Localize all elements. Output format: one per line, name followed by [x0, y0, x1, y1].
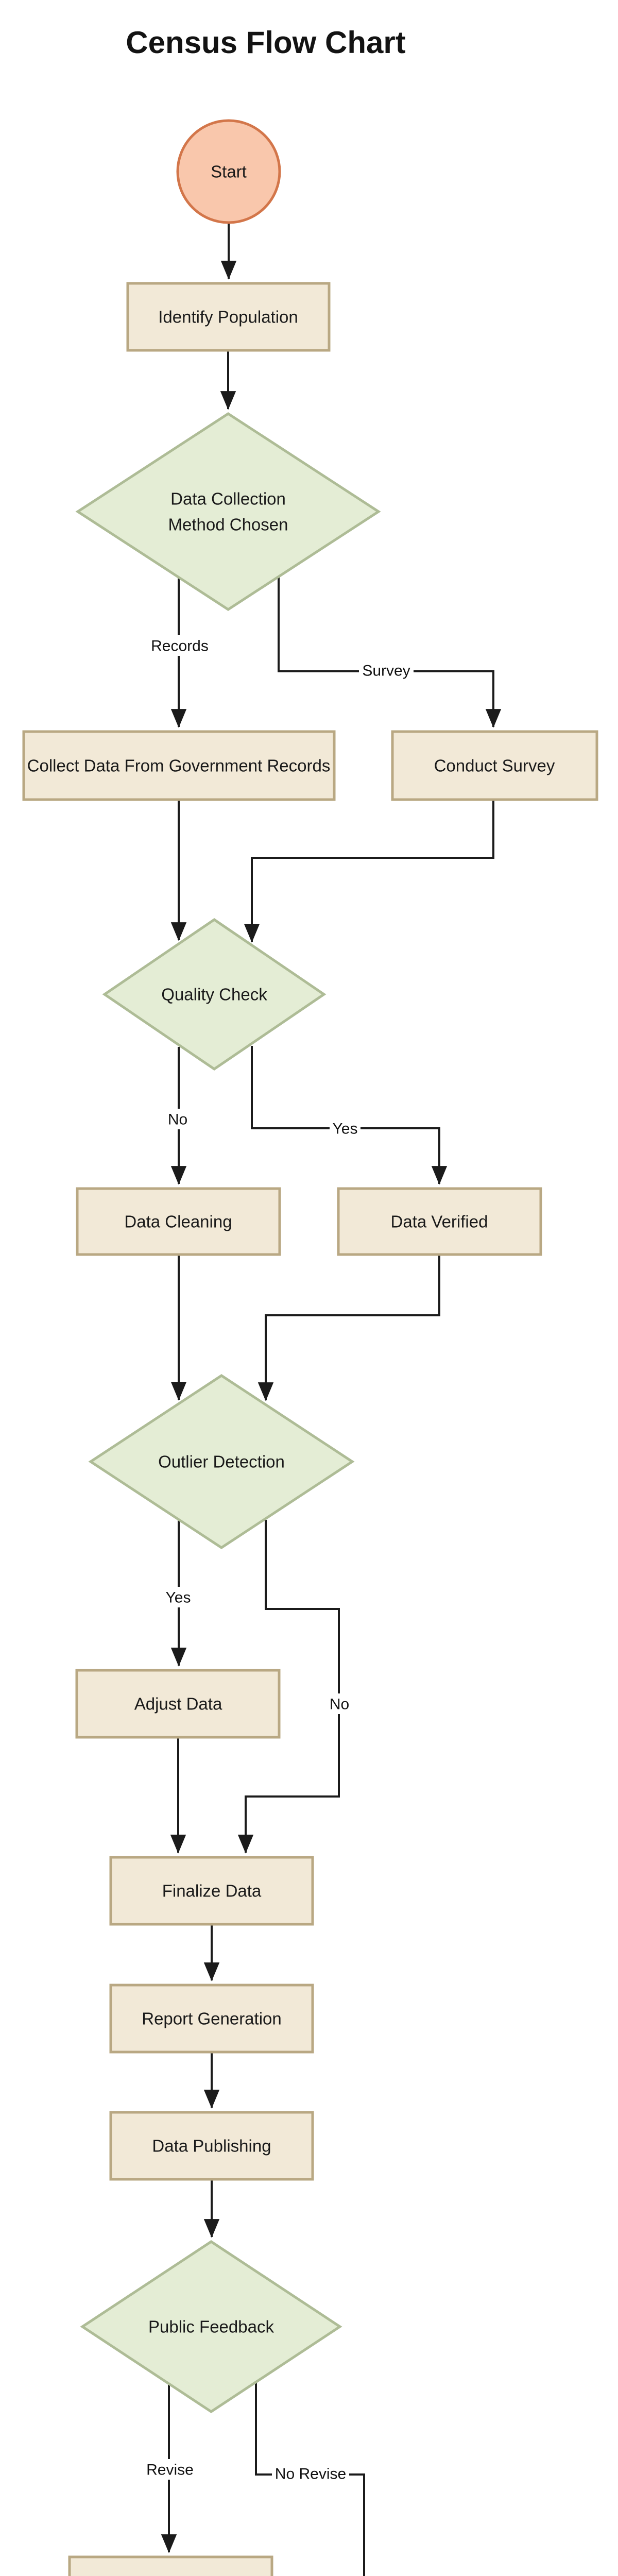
data-verified-shape [337, 1187, 542, 1256]
edge-label-quality-yes-text: Yes [333, 1121, 358, 1138]
data-collection-method-label-line2: Method Chosen [168, 515, 288, 534]
edge-label-outlier-no-bg [328, 1693, 351, 1714]
node-data-verified: Data Verified [337, 1187, 542, 1256]
edge-label-revise-text: Revise [146, 2462, 194, 2479]
quality-check-shape [102, 918, 327, 1071]
data-cleaning-shape [76, 1187, 281, 1256]
report-generation-label: Report Generation [142, 2009, 282, 2028]
edge-label-records: Records [148, 635, 211, 656]
node-report-generation: Report Generation [109, 1984, 314, 2054]
data-verified-label: Data Verified [391, 1212, 488, 1231]
data-publishing-shape [109, 2111, 314, 2181]
edge-labels: Records Survey No Yes Yes No [143, 635, 414, 2484]
data-collection-method-shape [75, 412, 381, 611]
edge-label-quality-no-bg [166, 1109, 189, 1129]
adjust-data-label: Adjust Data [134, 1694, 222, 1714]
start-label: Start [211, 162, 247, 181]
revise-data-shape [68, 2555, 273, 2576]
edge-method-to-conduct-survey [278, 577, 502, 728]
identify-population-shape [126, 282, 331, 352]
node-revise-data: Revise Data [68, 2555, 273, 2576]
node-data-cleaning: Data Cleaning [76, 1187, 281, 1256]
adjust-data-shape [75, 1669, 281, 1739]
edge-label-revise: Revise [143, 2459, 197, 2480]
conduct-survey-shape [391, 730, 598, 801]
edge-label-quality-no: No [166, 1109, 189, 1129]
outlier-detection-shape [88, 1374, 355, 1549]
edge-label-records-bg [148, 635, 211, 656]
edge-label-no-revise-bg [272, 2463, 349, 2484]
edge-label-quality-yes: Yes [330, 1118, 360, 1139]
collect-records-label: Collect Data From Government Records [27, 756, 331, 775]
chart-title: Census Flow Chart [126, 25, 406, 60]
node-adjust-data: Adjust Data [75, 1669, 281, 1739]
node-outlier-detection: Outlier Detection [88, 1374, 355, 1549]
node-public-feedback: Public Feedback [80, 2240, 342, 2413]
node-conduct-survey: Conduct Survey [391, 730, 598, 801]
finalize-data-label: Finalize Data [162, 1882, 262, 1901]
node-quality-check: Quality Check [102, 918, 327, 1071]
node-finalize-data: Finalize Data [109, 1856, 314, 1926]
edge-label-revise-bg [143, 2459, 197, 2480]
edge-label-no-revise: No Revise [272, 2463, 349, 2484]
edge-label-no-revise-text: No Revise [275, 2466, 346, 2483]
node-start: Start [176, 119, 281, 224]
nodes: Start Identify Population Data Collectio… [22, 119, 598, 2576]
edge-label-survey-bg [359, 660, 414, 681]
quality-check-label: Quality Check [161, 985, 267, 1004]
data-cleaning-label: Data Cleaning [124, 1212, 232, 1231]
conduct-survey-label: Conduct Survey [434, 756, 555, 775]
public-feedback-shape [80, 2240, 342, 2413]
data-collection-method-label-line1: Data Collection [170, 489, 286, 509]
finalize-data-shape [109, 1856, 314, 1926]
identify-population-label: Identify Population [158, 308, 298, 327]
start-terminal-shape [176, 119, 281, 224]
node-collect-records: Collect Data From Government Records [22, 730, 336, 801]
edge-label-survey: Survey [359, 660, 414, 681]
edge-survey-to-quality-check [244, 801, 494, 943]
edge-label-outlier-no: No [328, 1693, 351, 1714]
edge-label-outlier-yes-bg [163, 1587, 194, 1607]
data-publishing-label: Data Publishing [152, 2137, 271, 2156]
report-generation-shape [109, 1984, 314, 2054]
node-data-publishing: Data Publishing [109, 2111, 314, 2181]
edge-label-records-text: Records [151, 638, 209, 655]
edge-label-quality-yes-bg [330, 1118, 360, 1139]
edge-label-outlier-no-text: No [330, 1696, 349, 1713]
collect-records-shape [22, 730, 336, 801]
node-data-collection-method: Data Collection Method Chosen [75, 412, 381, 611]
edge-label-survey-text: Survey [362, 663, 410, 680]
edge-label-outlier-yes-text: Yes [166, 1589, 191, 1606]
edge-verified-to-outlier [258, 1256, 440, 1401]
public-feedback-label: Public Feedback [148, 2317, 274, 2336]
edge-label-quality-no-text: No [168, 1111, 187, 1128]
node-identify-population: Identify Population [126, 282, 331, 352]
edge-label-outlier-yes: Yes [163, 1587, 194, 1607]
edge-quality-yes-to-verified [251, 1046, 448, 1185]
outlier-detection-label: Outlier Detection [158, 1452, 285, 1471]
